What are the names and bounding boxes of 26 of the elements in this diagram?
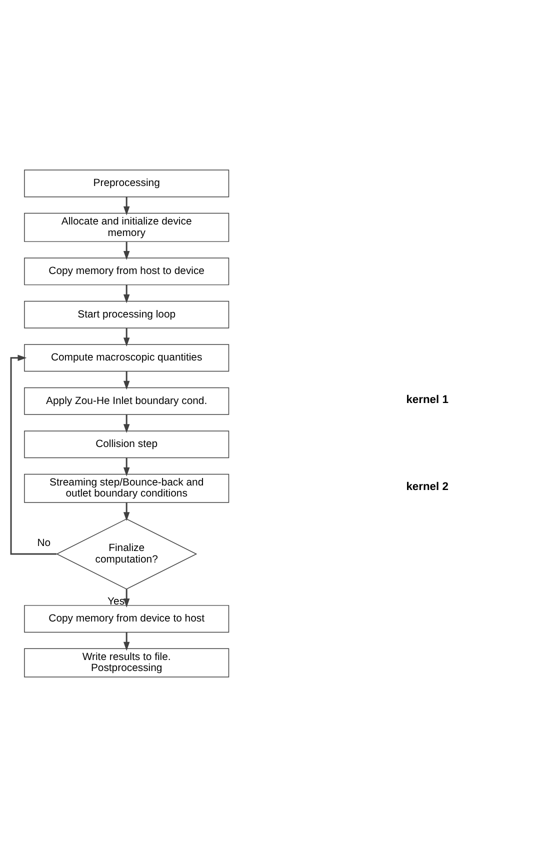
- node-box: Collision step: [24, 430, 230, 458]
- arrow: [10, 354, 56, 554]
- arrow: [123, 196, 130, 215]
- arrow: [123, 370, 130, 390]
- node-box: Copy memory from device to host: [24, 604, 230, 632]
- node-box: Streaming step/Bounce-back and outlet boundary conditions: [24, 473, 230, 502]
- arrow: [123, 588, 130, 607]
- edge-label: No: [37, 538, 51, 549]
- arrow: [123, 632, 130, 650]
- arrow: [123, 457, 130, 476]
- node-box: Copy memory from host to device: [24, 257, 230, 285]
- arrow: [123, 284, 130, 303]
- arrow: [123, 241, 130, 260]
- node-box: Start processing loop: [24, 300, 230, 328]
- arrow: [123, 414, 130, 433]
- label: kernel 1: [406, 393, 448, 406]
- node-box: Compute macroscopic quantities: [24, 344, 230, 372]
- label: kernel 2: [406, 480, 448, 493]
- node-box: Write results to file. Postprocessing: [24, 648, 230, 677]
- node-diamond: Finalize computation?: [56, 518, 198, 589]
- arrow: [123, 502, 130, 521]
- arrow: [123, 328, 130, 346]
- node-box: Allocate and initialize device memory: [24, 212, 230, 242]
- node-box: Preprocessing: [24, 169, 230, 197]
- node-box: Apply Zou-He Inlet boundary cond.: [24, 386, 230, 414]
- edge-label: Yes: [108, 596, 125, 607]
